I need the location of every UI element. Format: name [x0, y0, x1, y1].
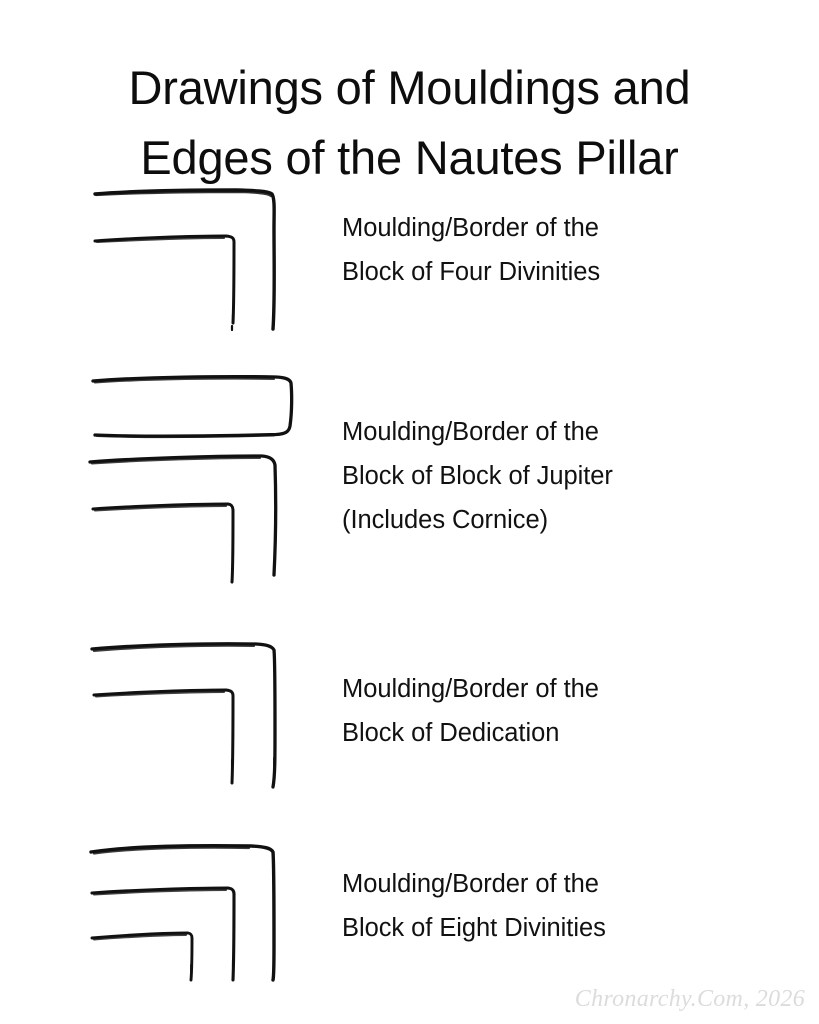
- figure-row-dedication: Moulding/Border of the Block of Dedicati…: [0, 630, 819, 795]
- corner-profile-two-nested-L-icon: [90, 642, 277, 789]
- corner-profile-three-nested-L-icon: [89, 843, 276, 982]
- figure-row-eight-divinities: Moulding/Border of the Block of Eight Di…: [0, 840, 819, 985]
- figure-row-jupiter: Moulding/Border of the Block of Block of…: [0, 370, 819, 595]
- figure-caption: Moulding/Border of the Block of Block of…: [342, 418, 613, 534]
- figure-row-four-divinities: Moulding/Border of the Block of Four Div…: [0, 182, 819, 352]
- drawing-four-divinities: [86, 182, 296, 342]
- figure-caption: Moulding/Border of the Block of Dedicati…: [342, 675, 599, 747]
- figure-caption: Moulding/Border of the Block of Eight Di…: [342, 870, 606, 942]
- credit-line: Chronarchy.Com, 2026: [574, 986, 805, 1012]
- drawing-jupiter: [86, 370, 301, 595]
- corner-profile-with-cornice-box-icon: [88, 374, 294, 584]
- corner-profile-two-nested-L-icon: [93, 188, 276, 332]
- drawing-eight-divinities: [86, 840, 296, 985]
- drawing-dedication: [86, 630, 296, 795]
- figure-caption: Moulding/Border of the Block of Four Div…: [342, 214, 601, 286]
- page-title: Drawings of Mouldings and Edges of the N…: [128, 61, 691, 185]
